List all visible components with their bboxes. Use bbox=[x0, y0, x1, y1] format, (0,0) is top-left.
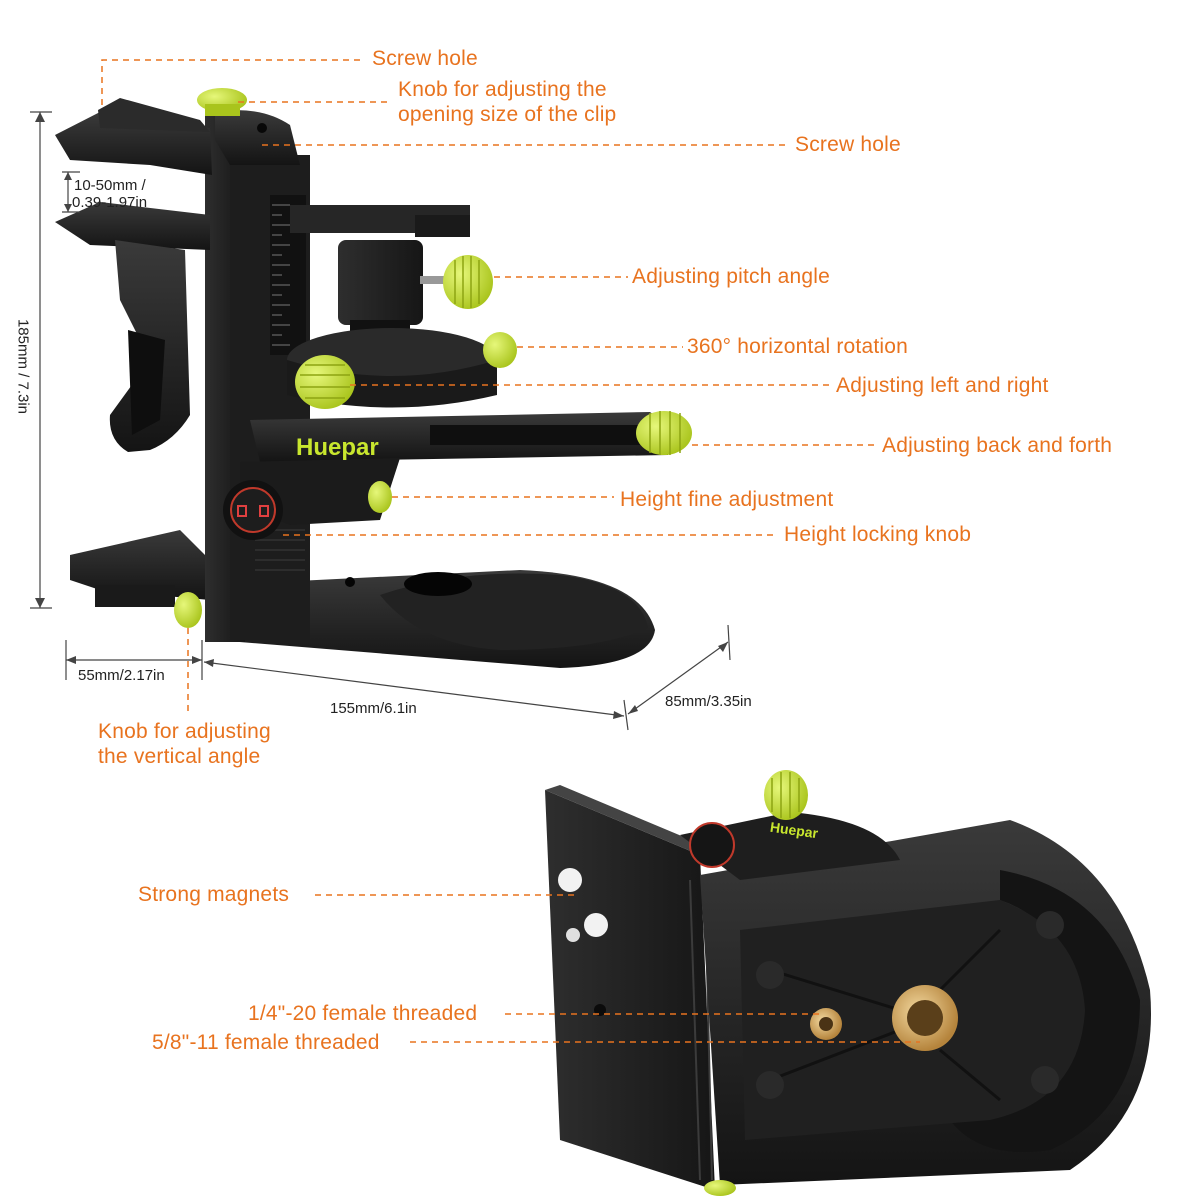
top-housing bbox=[680, 812, 900, 880]
top-knob-icon bbox=[764, 770, 808, 820]
height-fine-knob-icon bbox=[368, 481, 392, 513]
upper-platform-clamp bbox=[415, 215, 470, 237]
dimension-height: 185mm / 7.3in bbox=[14, 318, 32, 415]
dimension-front-width: 55mm/2.17in bbox=[78, 667, 165, 684]
leader-screw-hole-top bbox=[101, 59, 360, 110]
pitch-knob-ribs bbox=[454, 256, 480, 308]
screw-hole-icon bbox=[257, 123, 267, 133]
clip-handle-grip bbox=[128, 330, 165, 435]
label-pitch-angle: Adjusting pitch angle bbox=[632, 265, 830, 288]
rubber-foot-icon bbox=[1031, 1066, 1059, 1094]
label-vertical-knob-line2: the vertical angle bbox=[98, 745, 261, 768]
label-screw-hole-mid: Screw hole bbox=[795, 133, 901, 156]
left-foot bbox=[70, 530, 210, 600]
clip-top-tab bbox=[98, 98, 210, 132]
magnetic-plate-edge bbox=[545, 785, 715, 855]
clip-knob-base bbox=[205, 104, 240, 116]
label-vertical-knob-line1: Knob for adjusting bbox=[98, 720, 271, 743]
rubber-foot-icon bbox=[756, 961, 784, 989]
clip-lower-jaw bbox=[55, 202, 210, 250]
magnet-icon bbox=[566, 928, 580, 942]
label-clip-knob-line1: Knob for adjusting the bbox=[398, 78, 607, 101]
pitch-knob-icon bbox=[443, 255, 493, 309]
dimension-clip-line2: 0.39-1.97in bbox=[72, 194, 148, 211]
back-forth-knob-ribs bbox=[649, 411, 681, 455]
label-left-right: Adjusting left and right bbox=[836, 374, 1049, 397]
bottom-product bbox=[545, 770, 1151, 1196]
rubber-foot-icon bbox=[756, 1071, 784, 1099]
rubber-foot-icon bbox=[1036, 911, 1064, 939]
label-horizontal-rotation: 360° horizontal rotation bbox=[687, 335, 909, 358]
label-thread-five-eighths: 5/8"-11 female threaded bbox=[152, 1031, 380, 1054]
vertical-knob-icon bbox=[174, 592, 202, 628]
dimension-clip-line1: 10-50mm / bbox=[74, 177, 146, 194]
rotation-knob-icon bbox=[483, 332, 517, 368]
base-round-end bbox=[950, 870, 1140, 1152]
label-clip-knob-line2: opening size of the clip bbox=[398, 103, 617, 126]
lock-knob-face bbox=[230, 487, 276, 533]
label-thread-quarter: 1/4"-20 female threaded bbox=[248, 1002, 478, 1025]
dimension-depth: 85mm/3.35in bbox=[665, 693, 752, 710]
label-back-forth: Adjusting back and forth bbox=[882, 434, 1113, 457]
bottom-knob-icon bbox=[704, 1180, 736, 1196]
dimension-arrows bbox=[35, 112, 728, 719]
dimension-length: 155mm/6.1in bbox=[330, 700, 417, 717]
left-foot-strip bbox=[95, 585, 175, 607]
magnet-icon bbox=[584, 913, 608, 937]
label-screw-hole-top: Screw hole bbox=[372, 47, 478, 70]
thread-quarter-hole bbox=[819, 1017, 833, 1031]
label-magnets: Strong magnets bbox=[138, 883, 290, 906]
lock-knob-icon bbox=[689, 822, 735, 868]
base-small-hole bbox=[345, 577, 355, 587]
top-bracket bbox=[215, 110, 300, 165]
label-height-lock: Height locking knob bbox=[784, 523, 972, 546]
base-inner-ribs bbox=[769, 928, 1002, 1102]
left-right-knob-ribs bbox=[300, 364, 350, 399]
thread-five-eighths-hole bbox=[907, 1000, 943, 1036]
left-right-knob-icon bbox=[295, 355, 355, 409]
lock-symbol-icon bbox=[237, 505, 269, 517]
plate-hole bbox=[594, 1004, 606, 1016]
magnet-icon bbox=[558, 868, 582, 892]
base-hole bbox=[404, 572, 472, 596]
ball-head bbox=[338, 240, 423, 325]
slide-arm-track bbox=[430, 425, 640, 445]
magnetic-plate bbox=[545, 790, 715, 1190]
brand-logo: Huepar bbox=[296, 434, 379, 461]
pitch-knob-shaft bbox=[420, 276, 450, 284]
back-forth-knob-icon bbox=[636, 411, 692, 455]
label-height-fine: Height fine adjustment bbox=[620, 488, 834, 511]
leader-lines bbox=[101, 59, 920, 1043]
top-knob-ribs bbox=[771, 772, 800, 818]
top-product bbox=[55, 88, 692, 668]
